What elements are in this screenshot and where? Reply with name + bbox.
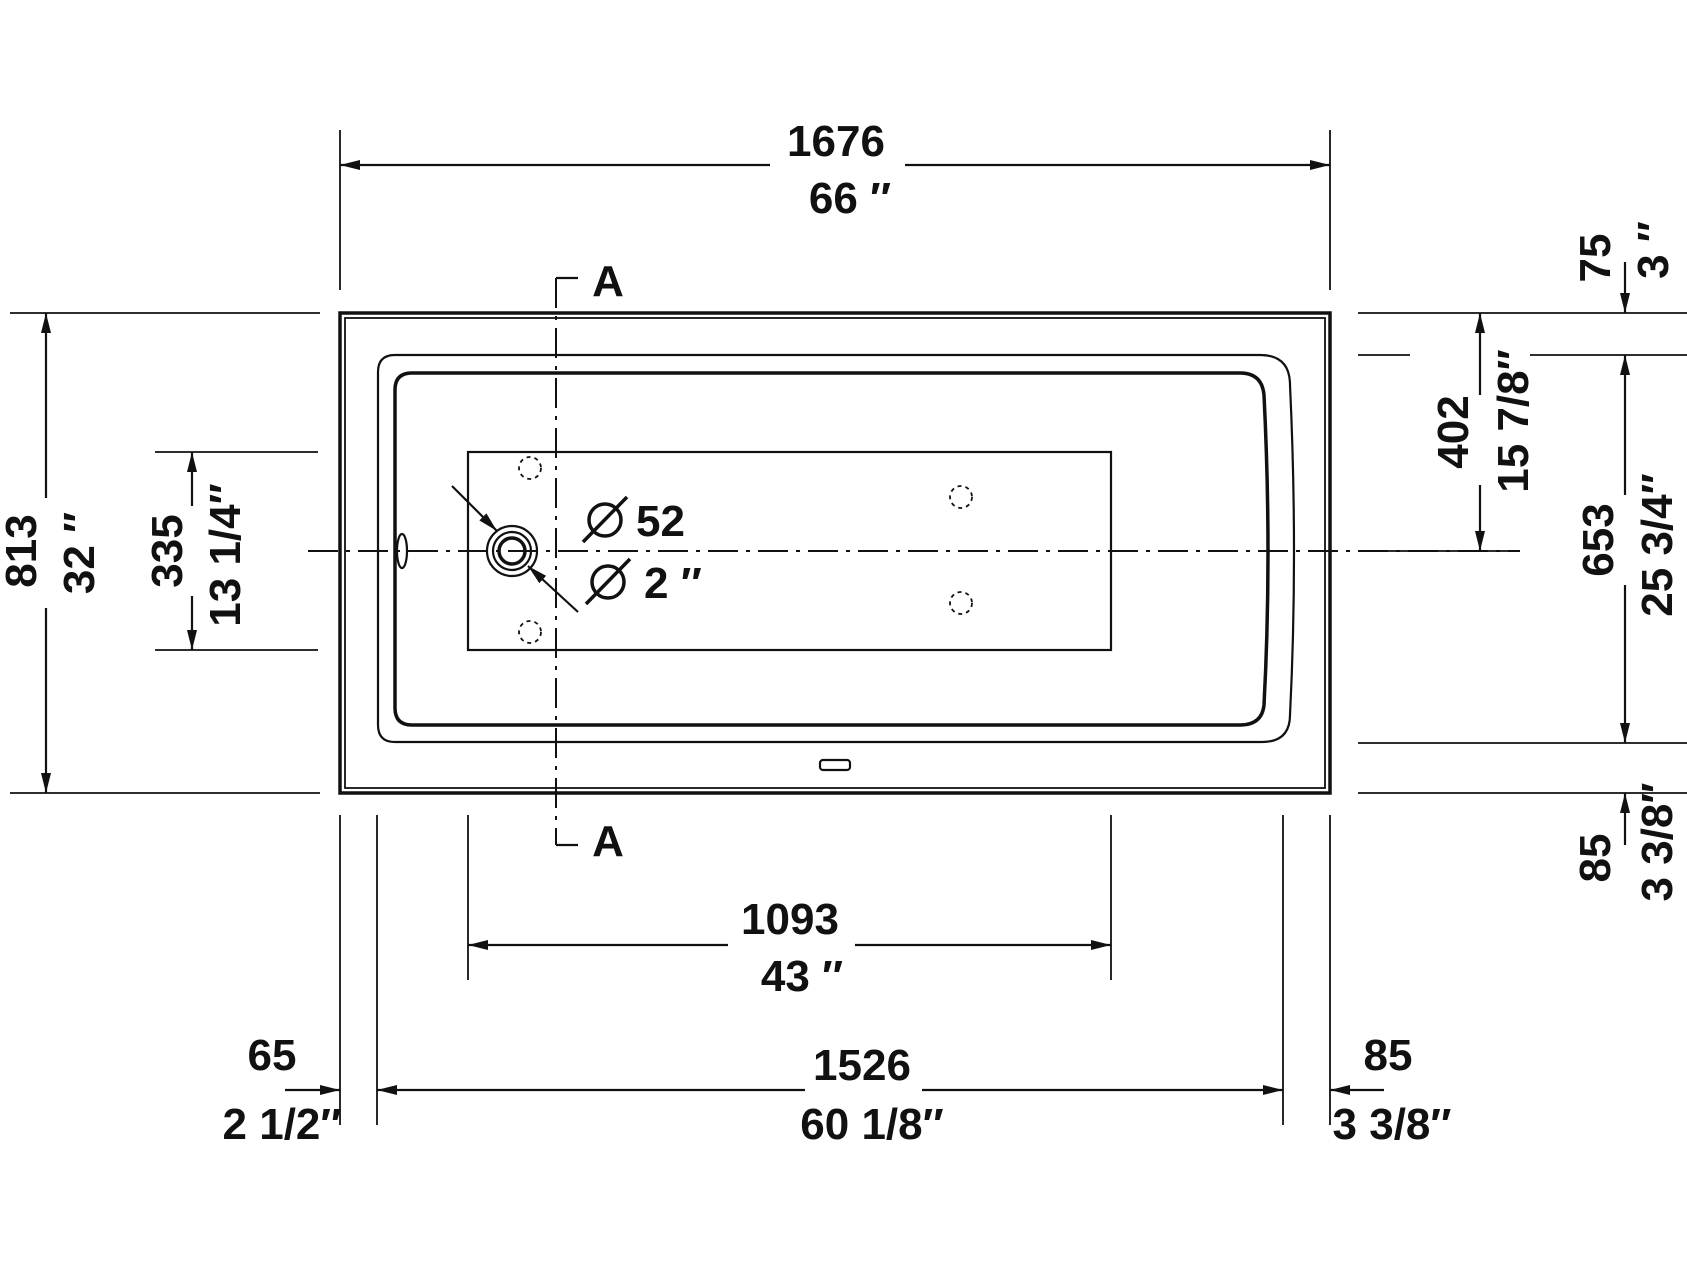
overall-length-dimension: 1676 66 ″ — [339, 117, 1331, 290]
tub-inner-rim-edge — [344, 317, 1326, 789]
jet-icon — [518, 456, 542, 480]
bottom-rim-dimension: 85 3 3/8″ — [1358, 783, 1687, 902]
drain-offset-mm: 402 — [1429, 395, 1478, 468]
section-marker-top: A — [556, 257, 624, 306]
bottom-width-dimension: 335 13 1/4″ — [143, 451, 318, 651]
drain-diameter-mm: 52 — [636, 497, 685, 546]
bottom-length-mm: 1093 — [741, 895, 839, 944]
overall-length-in: 66 ″ — [809, 174, 891, 223]
top-rim-in: 3 ″ — [1629, 221, 1678, 279]
diameter-symbol-icon — [584, 557, 632, 606]
left-rim-dimension: 65 2 1/2″ — [223, 1031, 342, 1149]
jet-icon — [949, 485, 973, 509]
drain-offset-in: 15 7/8″ — [1489, 349, 1538, 492]
top-rim-dimension: 75 3 ″ — [1358, 221, 1687, 356]
right-rim-mm: 85 — [1364, 1031, 1413, 1080]
overall-width-dimension: 813 32 ″ — [0, 312, 320, 794]
diameter-symbol-icon — [581, 495, 629, 544]
inner-width-dimension: 653 25 3/4″ — [1358, 355, 1687, 744]
top-rim-mm: 75 — [1571, 234, 1620, 283]
drain-diameter-in: 2 ″ — [644, 559, 702, 608]
inner-length-in: 60 1/8″ — [800, 1100, 943, 1149]
bottom-rim-mm: 85 — [1571, 834, 1620, 883]
inner-length-mm: 1526 — [813, 1041, 911, 1090]
overall-width-mm: 813 — [0, 514, 46, 587]
tub-basin-outer — [376, 353, 1296, 744]
bottom-rim-in: 3 3/8″ — [1633, 783, 1682, 902]
apron-slot-icon — [818, 758, 852, 772]
overall-length-mm: 1676 — [787, 117, 885, 166]
inner-width-mm: 653 — [1574, 503, 1623, 576]
inner-length-dimension: 1526 60 1/8″ — [339, 815, 1331, 1149]
jet-icon — [949, 591, 973, 615]
bottom-length-in: 43 ″ — [761, 952, 843, 1001]
inner-width-in: 25 3/4″ — [1633, 473, 1682, 616]
overall-width-in: 32 ″ — [55, 512, 104, 594]
bottom-length-dimension: 1093 43 ″ — [467, 815, 1112, 1001]
bottom-width-in: 13 1/4″ — [201, 483, 250, 626]
bottom-width-mm: 335 — [143, 514, 192, 587]
tub-outline — [308, 278, 1520, 845]
tub-basin-inner — [393, 371, 1270, 727]
left-rim-in: 2 1/2″ — [223, 1100, 342, 1149]
section-label: A — [592, 817, 624, 866]
left-rim-mm: 65 — [248, 1031, 297, 1080]
right-rim-dimension: 85 3 3/8″ — [1330, 1031, 1451, 1149]
right-rim-in: 3 3/8″ — [1333, 1100, 1452, 1149]
jet-icon — [518, 620, 542, 644]
section-label: A — [592, 257, 624, 306]
drain-offset-dimension: 402 15 7/8″ — [1358, 313, 1538, 552]
tub-outer-rim — [338, 311, 1332, 795]
section-marker-bottom: A — [556, 817, 624, 866]
drain-diameter-callout: 52 2 ″ — [451, 485, 702, 613]
